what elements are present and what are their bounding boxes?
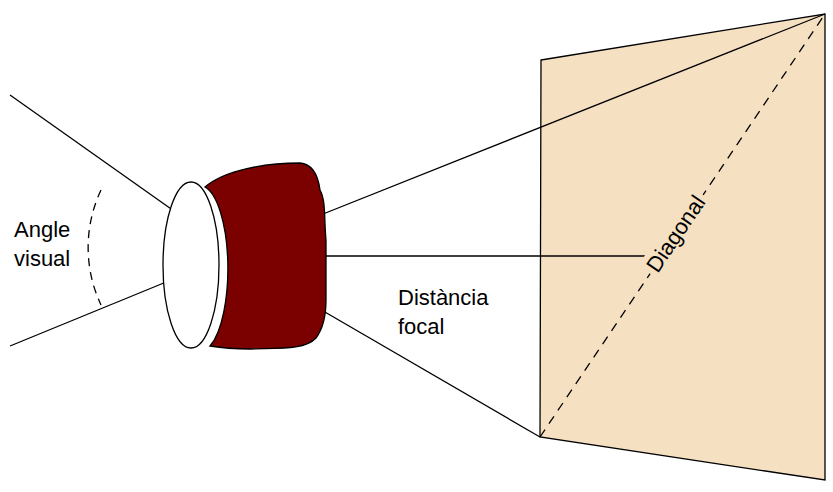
- angle-label: Angle visual: [14, 216, 104, 273]
- sensor-plane: [540, 14, 825, 480]
- lens-body: [205, 163, 326, 349]
- lens-front: [163, 182, 219, 348]
- focal-length-label: Distància focal: [398, 284, 528, 341]
- ray: [318, 14, 825, 216]
- diagonal-line: [540, 14, 825, 437]
- focal-line: [322, 255, 652, 256]
- angle-arc: [88, 190, 101, 305]
